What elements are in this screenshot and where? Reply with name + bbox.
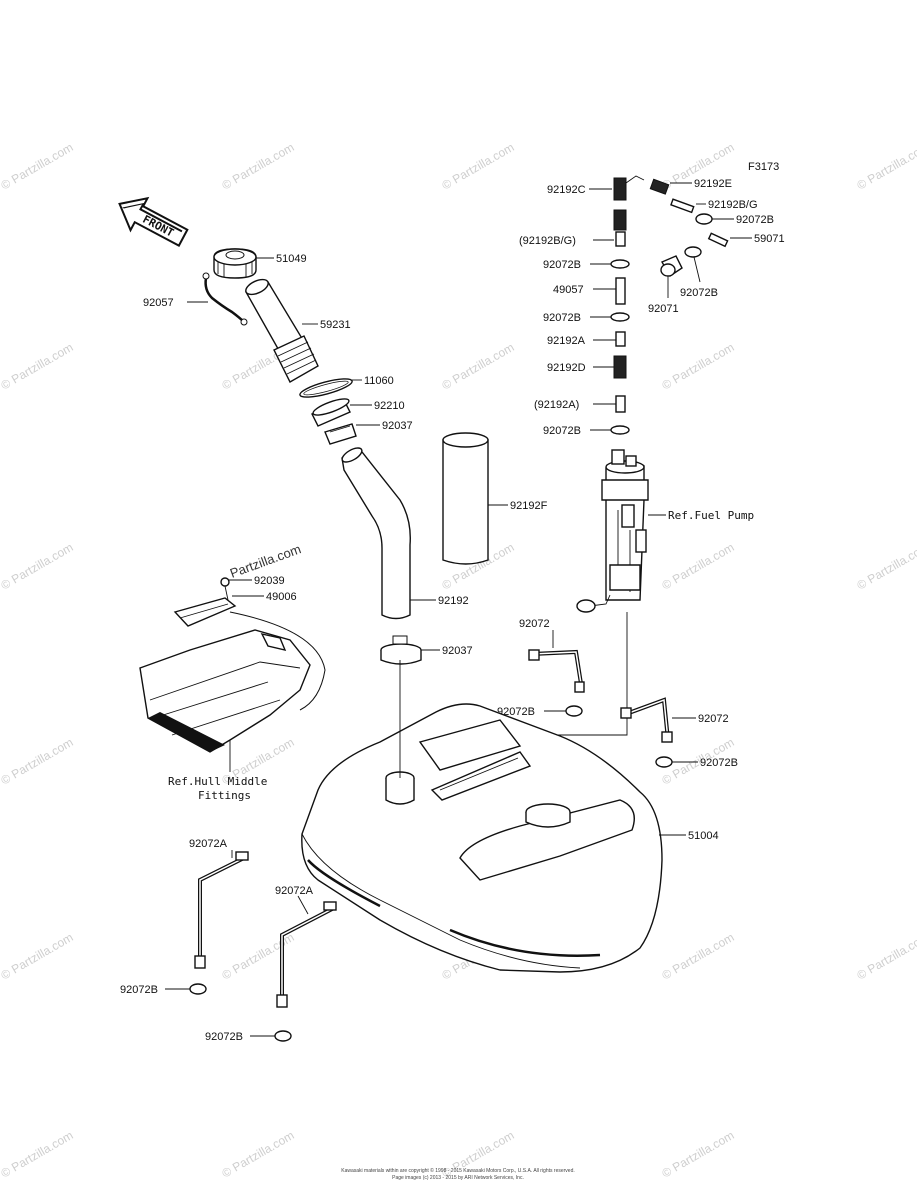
pipe-icon — [615, 231, 626, 247]
part-label-92192B-G-paren: (92192B/G) — [519, 235, 576, 247]
hull-fittings-icon — [139, 577, 326, 753]
pipe-icon — [615, 331, 626, 347]
hose-icon — [341, 447, 411, 620]
watermark: © Partzilla.com — [660, 540, 737, 593]
part-label-92072B-far: 92072B — [700, 757, 738, 769]
fuel-pump-icon — [576, 449, 649, 613]
part-label-92192B-G: 92192B/G — [708, 199, 758, 211]
fuel-tank-icon — [301, 703, 663, 973]
pipe-icon — [615, 277, 626, 305]
watermark: © Partzilla.com — [855, 140, 917, 193]
part-label-92071: 92071 — [648, 303, 679, 315]
clip-icon — [610, 312, 630, 322]
watermark: © Partzilla.com — [220, 1128, 297, 1181]
cap-strap-icon — [202, 272, 248, 326]
watermark: © Partzilla.com — [660, 340, 737, 393]
part-label-92192A: 92192A — [547, 335, 586, 347]
clip-icon — [565, 705, 583, 717]
part-label-92072B-1: 92072B — [543, 259, 581, 271]
watermark: © Partzilla.com — [855, 930, 917, 983]
cap-plug-icon — [660, 255, 683, 277]
part-label-92057: 92057 — [143, 297, 174, 309]
part-label-92072B-right: 92072B — [680, 287, 718, 299]
watermark: © Partzilla.com — [440, 140, 517, 193]
watermark: © Partzilla.com — [0, 340, 76, 393]
part-label-92210: 92210 — [374, 400, 405, 412]
watermark: © Partzilla.com — [220, 140, 297, 193]
part-label-92192E: 92192E — [694, 178, 732, 190]
part-label-92192A-paren: (92192A) — [534, 399, 579, 411]
part-label-92072B-bl2: 92072B — [205, 1031, 243, 1043]
part-label-92072B-top: 92072B — [736, 214, 774, 226]
clip-icon — [684, 246, 702, 258]
watermark: © Partzilla.com — [0, 1128, 76, 1181]
part-label-92037-lower: 92037 — [442, 645, 473, 657]
watermark: © Partzilla.com — [660, 930, 737, 983]
part-label-92072A-2: 92072A — [275, 885, 314, 897]
watermark: © Partzilla.com — [660, 1128, 737, 1181]
part-label-11060: 11060 — [364, 375, 394, 387]
part-label-92072B-3: 92072B — [543, 425, 581, 437]
strap-icon — [276, 901, 337, 1008]
part-label-92192: 92192 — [438, 595, 469, 607]
fitting-icon — [707, 232, 729, 248]
part-label-92039: 92039 — [254, 575, 285, 587]
clamp-icon — [324, 423, 357, 445]
fitting-icon — [670, 198, 695, 214]
ref-fuel-pump: Ref.Fuel Pump — [668, 509, 754, 522]
figure-code: F3173 — [748, 161, 779, 173]
clip-icon — [274, 1030, 292, 1042]
part-label-92037-upper: 92037 — [382, 420, 413, 432]
watermark: © Partzilla.com — [855, 540, 917, 593]
clamp-icon — [380, 635, 422, 665]
part-label-51049: 51049 — [276, 253, 307, 265]
ref-hull-line1: Ref.Hull Middle — [168, 775, 267, 788]
part-label-92072-left: 92072 — [519, 618, 550, 630]
part-label-92072B-2: 92072B — [543, 312, 581, 324]
part-label-92072B-bl1: 92072B — [120, 984, 158, 996]
strap-icon — [528, 649, 585, 693]
part-label-92192C: 92192C — [547, 184, 586, 196]
clip-icon — [695, 213, 713, 225]
ref-hull-line2: Fittings — [198, 789, 251, 802]
tube-icon — [442, 432, 489, 565]
part-label-51004: 51004 — [688, 830, 719, 842]
watermark: © Partzilla.com — [440, 340, 517, 393]
front-arrow-icon: FRONT — [118, 196, 189, 247]
spring-icon — [613, 355, 627, 379]
watermark: © Partzilla.com — [0, 540, 76, 593]
footer-images: Page images (c) 2013 - 2015 by ARI Netwo… — [392, 1175, 524, 1181]
watermark: © Partzilla.com — [0, 735, 76, 788]
clip-icon — [610, 425, 630, 435]
part-label-92072A-1: 92072A — [189, 838, 228, 850]
part-label-92192F: 92192F — [510, 500, 548, 512]
part-label-92192D: 92192D — [547, 362, 586, 374]
clip-icon — [189, 983, 207, 995]
part-label-59231: 59231 — [320, 319, 351, 331]
watermark: © Partzilla.com — [220, 930, 297, 983]
spring-icon — [613, 177, 627, 201]
fuel-cap-icon — [213, 248, 257, 279]
clip-icon — [610, 259, 630, 269]
watermark: © Partzilla.com — [0, 140, 76, 193]
watermark: © Partzilla.com — [0, 930, 76, 983]
part-label-49006: 49006 — [266, 591, 297, 603]
spring-icon — [613, 209, 627, 231]
part-label-49057: 49057 — [553, 284, 584, 296]
part-label-92072-right: 92072 — [698, 713, 729, 725]
strap-icon — [194, 851, 249, 969]
footer-copyright: Kawasaki materials within are copyright … — [341, 1167, 575, 1174]
clip-icon — [655, 756, 673, 768]
spring-icon — [649, 178, 670, 195]
part-label-59071: 59071 — [754, 233, 785, 245]
strap-icon — [620, 697, 673, 743]
part-label-92072B-mid: 92072B — [497, 706, 535, 718]
filler-neck-icon — [245, 278, 319, 383]
nut-icon — [311, 398, 351, 427]
watermark-layer: © Partzilla.com © Partzilla.com © Partzi… — [0, 140, 917, 1181]
pipe-icon — [615, 395, 626, 413]
